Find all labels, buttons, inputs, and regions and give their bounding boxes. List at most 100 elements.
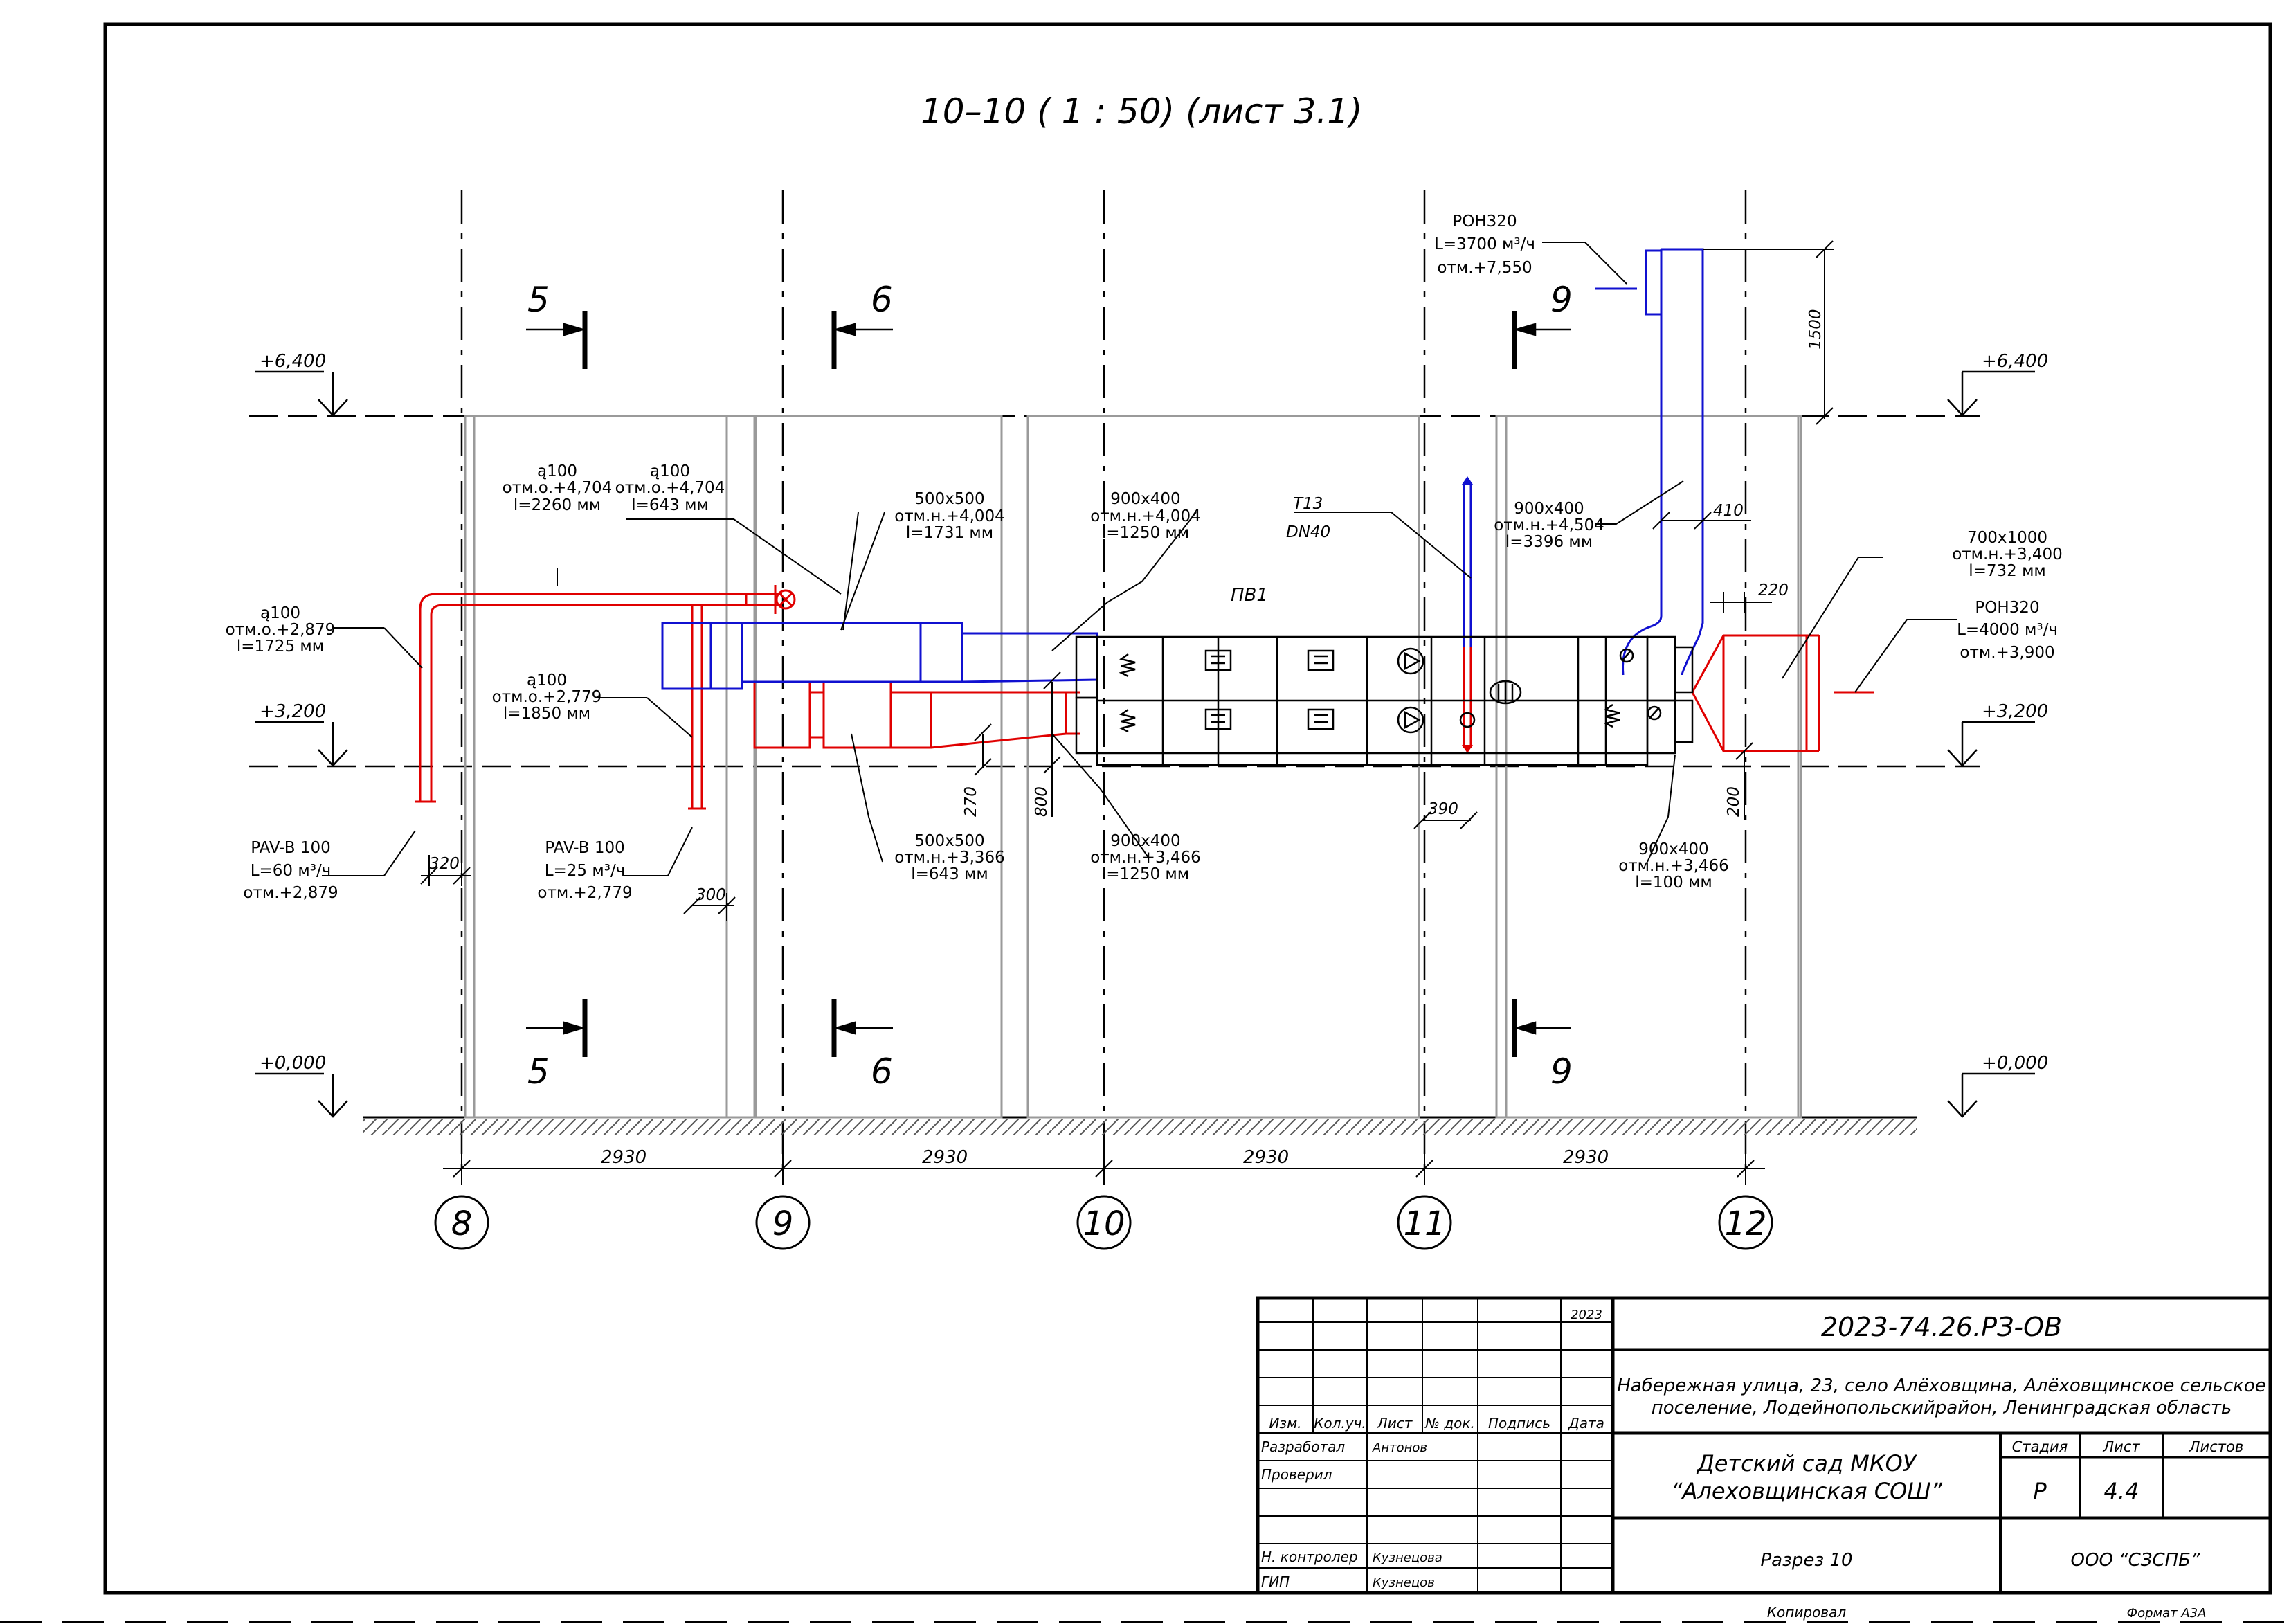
dim-320: 320: [429, 855, 460, 873]
pav-mid-name: PAV-B 100: [545, 839, 625, 857]
roof-grille-flow: L=3700 м³/ч: [1434, 235, 1535, 253]
duct-900-right-size: 900x400: [1638, 840, 1708, 858]
duct-900-bottom-level: отм.н.+3,466: [1090, 849, 1201, 867]
axis-bubbles: [434, 1195, 1773, 1250]
roof-grille-level: отм.+7,550: [1437, 259, 1532, 277]
axis-span-9-10: 2930: [922, 1147, 968, 1168]
stamp-year: 2023: [1571, 1308, 1602, 1322]
duct-900-right-length: l=100 мм: [1635, 874, 1712, 892]
ground-hatch: [363, 1119, 1917, 1135]
section-mark-6-top: 6: [871, 280, 893, 320]
title-block-text: 2023 2023-74.26.РЗ-ОВ Набережная улица, …: [1261, 1308, 2266, 1621]
a100-left-level: отм.о.+2,879: [226, 621, 336, 639]
dim-800: 800: [1033, 786, 1051, 817]
stamp-object-line-2: “Алеховщинская СОШ”: [1671, 1478, 1943, 1504]
stamp-role-developer: Разработал: [1261, 1438, 1345, 1455]
a100-left-name: ą100: [260, 604, 300, 622]
duct-500-bottom-size: 500x500: [914, 832, 984, 850]
section-mark-9-top: 9: [1550, 280, 1573, 320]
level-label-mid-right: +3,200: [1982, 701, 2048, 722]
wall-outlines: [464, 415, 1802, 1119]
axis-label-12: 12: [1724, 1205, 1766, 1243]
duct-900-bottom-length: l=1250 мм: [1102, 865, 1189, 883]
stamp-address-line-2: поселение, Лодейнопольскийрайон, Ленингр…: [1652, 1398, 2232, 1418]
axis-span-10-11: 2930: [1243, 1147, 1289, 1168]
section-mark-6-bottom: 6: [871, 1052, 893, 1092]
dim-1500: 1500: [1807, 309, 1825, 350]
a100-left-length: l=1725 мм: [237, 638, 324, 656]
duct-900-right-level: отм.н.+3,466: [1618, 857, 1729, 875]
pav-left-name: PAV-B 100: [251, 839, 331, 857]
stamp-doc-code: 2023-74.26.РЗ-ОВ: [1821, 1312, 2062, 1342]
dim-200: 200: [1725, 786, 1743, 817]
stamp-object-line-1: Детский сад МКОУ: [1696, 1450, 1918, 1477]
a100-mid-level: отм.о.+2,779: [492, 688, 602, 706]
stamp-format: Формат А3А: [2127, 1606, 2207, 1621]
level-marker-mid-right: [1947, 721, 2035, 767]
duct-900-riser-size: 900x400: [1514, 500, 1584, 518]
a100-mid-length: l=1850 мм: [503, 705, 590, 723]
pipe-t13-bottom-marker: [1462, 745, 1473, 753]
stamp-name-norm-control: Кузнецова: [1373, 1551, 1442, 1565]
level-marker-top-right: [1947, 370, 2035, 417]
duct-900-top-size: 900x400: [1110, 490, 1180, 508]
axis-span-8-9: 2930: [601, 1147, 646, 1168]
pav-left-level: отм.+2,879: [243, 884, 338, 902]
section-mark-5-bottom: 5: [527, 1052, 550, 1092]
section-cut-arrows: [526, 323, 1571, 1035]
stamp-company: ООО “СЗСПБ”: [2071, 1550, 2200, 1571]
stamp-name-gip: Кузнецов: [1373, 1576, 1435, 1590]
a100-mid-name: ą100: [527, 671, 567, 689]
level-marker-zero-right: [1947, 1072, 2035, 1118]
grille-right-name: РОН320: [1975, 599, 2039, 617]
axis-label-8: 8: [451, 1205, 473, 1243]
duct-500-top-level: отм.н.+4,004: [894, 507, 1005, 525]
stamp-col-list: Лист: [1377, 1415, 1413, 1432]
stamp-sheet-value: 4.4: [2104, 1478, 2139, 1504]
a100-top2-name: ą100: [650, 462, 690, 480]
dim-220: 220: [1758, 581, 1789, 599]
axis-label-9: 9: [772, 1205, 794, 1243]
level-label-zero-right: +0,000: [1982, 1053, 2048, 1074]
duct-500-bottom-length: l=643 мм: [911, 865, 988, 883]
duct-900-bottom-size: 900x400: [1110, 832, 1180, 850]
duct-900-top-length: l=1250 мм: [1102, 524, 1189, 542]
pipe-t13-top-marker: [1462, 476, 1473, 485]
a100-top2-level: отм.о.+4,704: [615, 479, 725, 497]
a100-top2-length: l=643 мм: [631, 496, 709, 514]
pipe-t13-diameter: DN40: [1286, 523, 1330, 541]
pipe-t13-name: Т13: [1293, 495, 1323, 513]
pav-mid-flow: L=25 м³/ч: [545, 862, 626, 880]
stamp-role-norm-control: Н. контролер: [1261, 1549, 1358, 1565]
duct-900-top-level: отм.н.+4,004: [1090, 507, 1201, 525]
stamp-role-gip: ГИП: [1261, 1573, 1290, 1590]
dimension-lines: [420, 240, 1834, 921]
title-block: [1256, 1296, 2272, 1595]
stamp-stage-value: Р: [2033, 1478, 2047, 1504]
roof-grille-name: РОН320: [1452, 213, 1517, 231]
axis-label-10: 10: [1083, 1205, 1125, 1243]
section-cut-marks: [582, 311, 1517, 1057]
stamp-name-developer: Антонов: [1372, 1441, 1427, 1455]
dim-270: 270: [962, 786, 980, 817]
stamp-sheets-header: Листов: [2189, 1438, 2243, 1455]
section-mark-9-bottom: 9: [1550, 1052, 1573, 1092]
dim-300: 300: [696, 886, 726, 904]
duct-500-bottom-level: отм.н.+3,366: [894, 849, 1005, 867]
level-label-top-left: +6,400: [260, 351, 326, 372]
axis-dimension-chain: [443, 1153, 1765, 1185]
grille-right-level: отм.+3,900: [1960, 644, 2054, 662]
supply-ducts-red: [415, 585, 1874, 810]
grille-right-flow: L=4000 м³/ч: [1957, 621, 2058, 639]
pav-mid-level: отм.+2,779: [537, 884, 632, 902]
stamp-address-line-1: Набережная улица, 23, село Алёховщина, А…: [1617, 1375, 2266, 1396]
stamp-col-kol: Кол.уч.: [1314, 1415, 1366, 1432]
dim-410: 410: [1713, 502, 1744, 520]
level-label-top-right: +6,400: [1982, 351, 2048, 372]
a100-top1-length: l=2260 мм: [514, 496, 601, 514]
section-title: 10–10 ( 1 : 50) (лист 3.1): [921, 91, 1363, 132]
duct-700-size: 700x1000: [1967, 529, 2047, 547]
a100-top1-name: ą100: [537, 462, 577, 480]
stamp-sheet-header: Лист: [2102, 1438, 2140, 1455]
